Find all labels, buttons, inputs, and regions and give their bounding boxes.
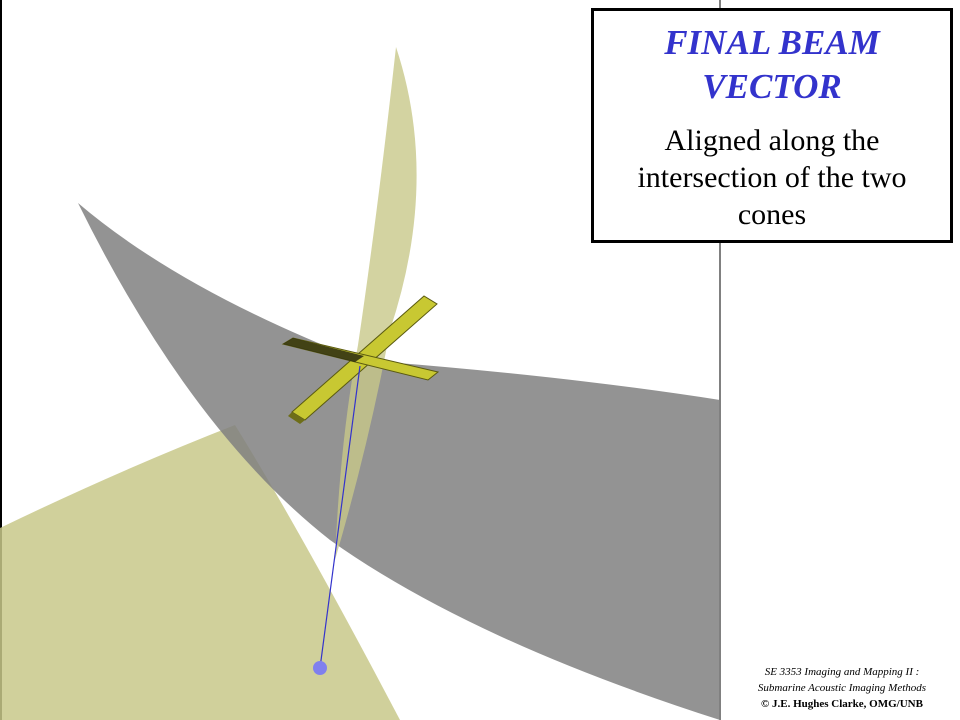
slide-subtitle: Aligned along the intersection of the tw… — [594, 122, 950, 233]
yellow-cone-upper — [335, 47, 417, 560]
slide-title: FINAL BEAM VECTOR — [594, 21, 950, 109]
grey-cone — [78, 203, 720, 720]
yellow-cone-lower — [0, 425, 400, 720]
footer-course-line-1: SE 3353 Imaging and Mapping II : — [764, 666, 920, 678]
title-line-2: VECTOR — [702, 67, 842, 106]
title-box: FINAL BEAM VECTOR Aligned along the inte… — [591, 8, 953, 243]
subtitle-line-3: cones — [737, 198, 807, 231]
beam-endpoint-dot — [313, 661, 327, 675]
beam-vector-line — [319, 365, 361, 669]
subtitle-line-2: intersection of the two — [637, 161, 907, 194]
footer-copyright: © J.E. Hughes Clarke, OMG/UNB — [761, 698, 923, 710]
footer-course-line-2: Submarine Acoustic Imaging Methods — [757, 682, 927, 694]
title-line-1: FINAL BEAM — [664, 23, 880, 62]
subtitle-line-1: Aligned along the — [664, 124, 880, 157]
slide-footer: SE 3353 Imaging and Mapping II : Submari… — [726, 664, 958, 712]
transducer-cross — [281, 295, 440, 424]
